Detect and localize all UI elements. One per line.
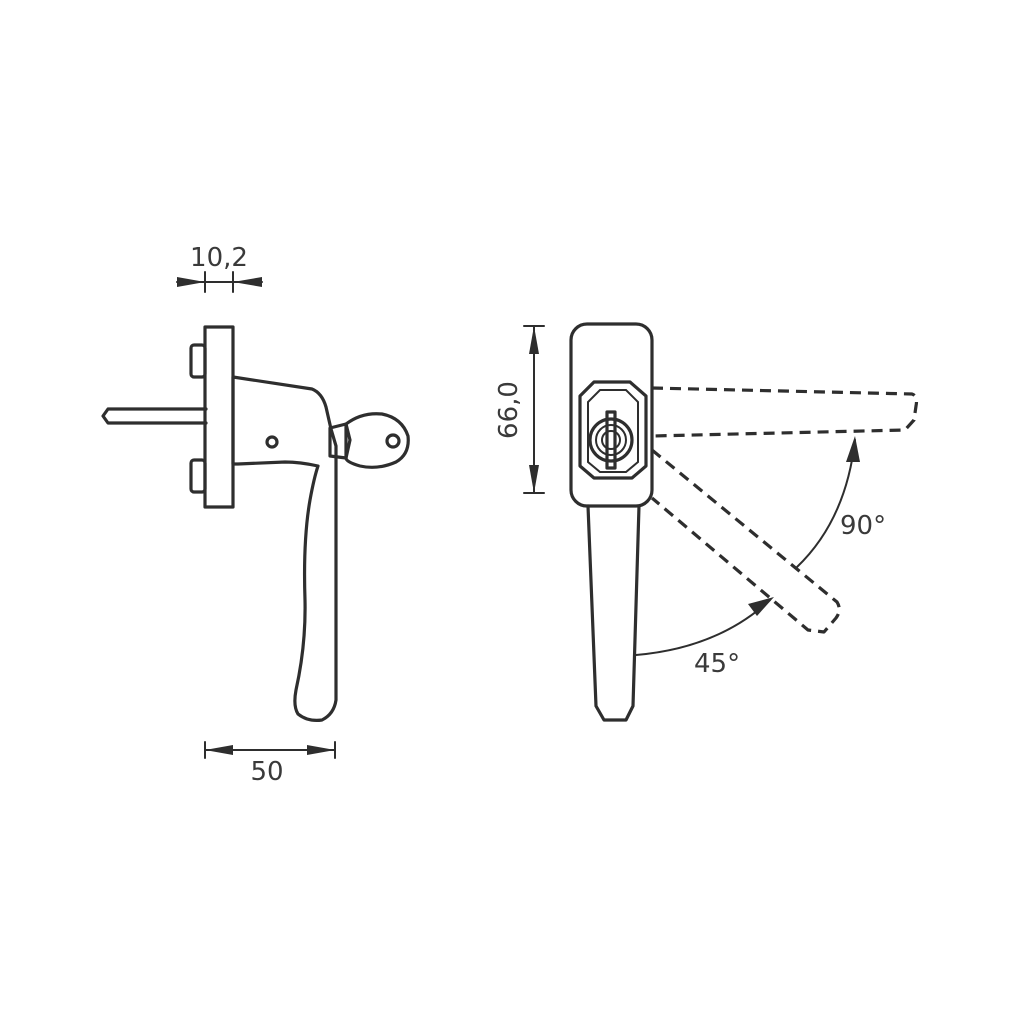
screw-boss-top xyxy=(189,343,207,379)
label-66-0: 66,0 xyxy=(494,381,524,439)
lever-45-position xyxy=(650,448,841,634)
lock-cylinder-ring xyxy=(595,424,627,456)
key-slot-icon xyxy=(605,410,617,470)
handle-body-side xyxy=(231,375,338,722)
escutcheon-plate-front xyxy=(569,322,654,508)
lock-housing-inner xyxy=(587,389,639,473)
angle-arc-45 xyxy=(635,597,774,656)
label-90-degrees: 90° xyxy=(840,511,886,541)
front-view xyxy=(569,322,919,722)
lever-90-position xyxy=(651,386,919,438)
angle-arc-90 xyxy=(796,436,860,568)
label-50: 50 xyxy=(250,757,283,787)
lock-collar xyxy=(328,422,352,460)
dimension-66-0 xyxy=(523,325,545,494)
screw-boss-bottom xyxy=(189,458,207,494)
rivet-dot xyxy=(265,435,279,449)
dimension-50 xyxy=(204,741,336,759)
label-45-degrees: 45° xyxy=(694,649,740,679)
spindle xyxy=(101,407,208,425)
dimension-10-2 xyxy=(176,271,263,293)
lock-housing xyxy=(578,380,648,480)
lock-cylinder-outer xyxy=(588,417,634,463)
escutcheon-plate-side xyxy=(203,325,235,509)
lock-cylinder-head xyxy=(344,412,410,469)
lock-cylinder-core xyxy=(601,430,621,450)
label-10-2: 10,2 xyxy=(190,243,248,273)
lever-front xyxy=(586,504,641,722)
keyhole-icon xyxy=(385,433,401,449)
side-view xyxy=(101,325,410,722)
